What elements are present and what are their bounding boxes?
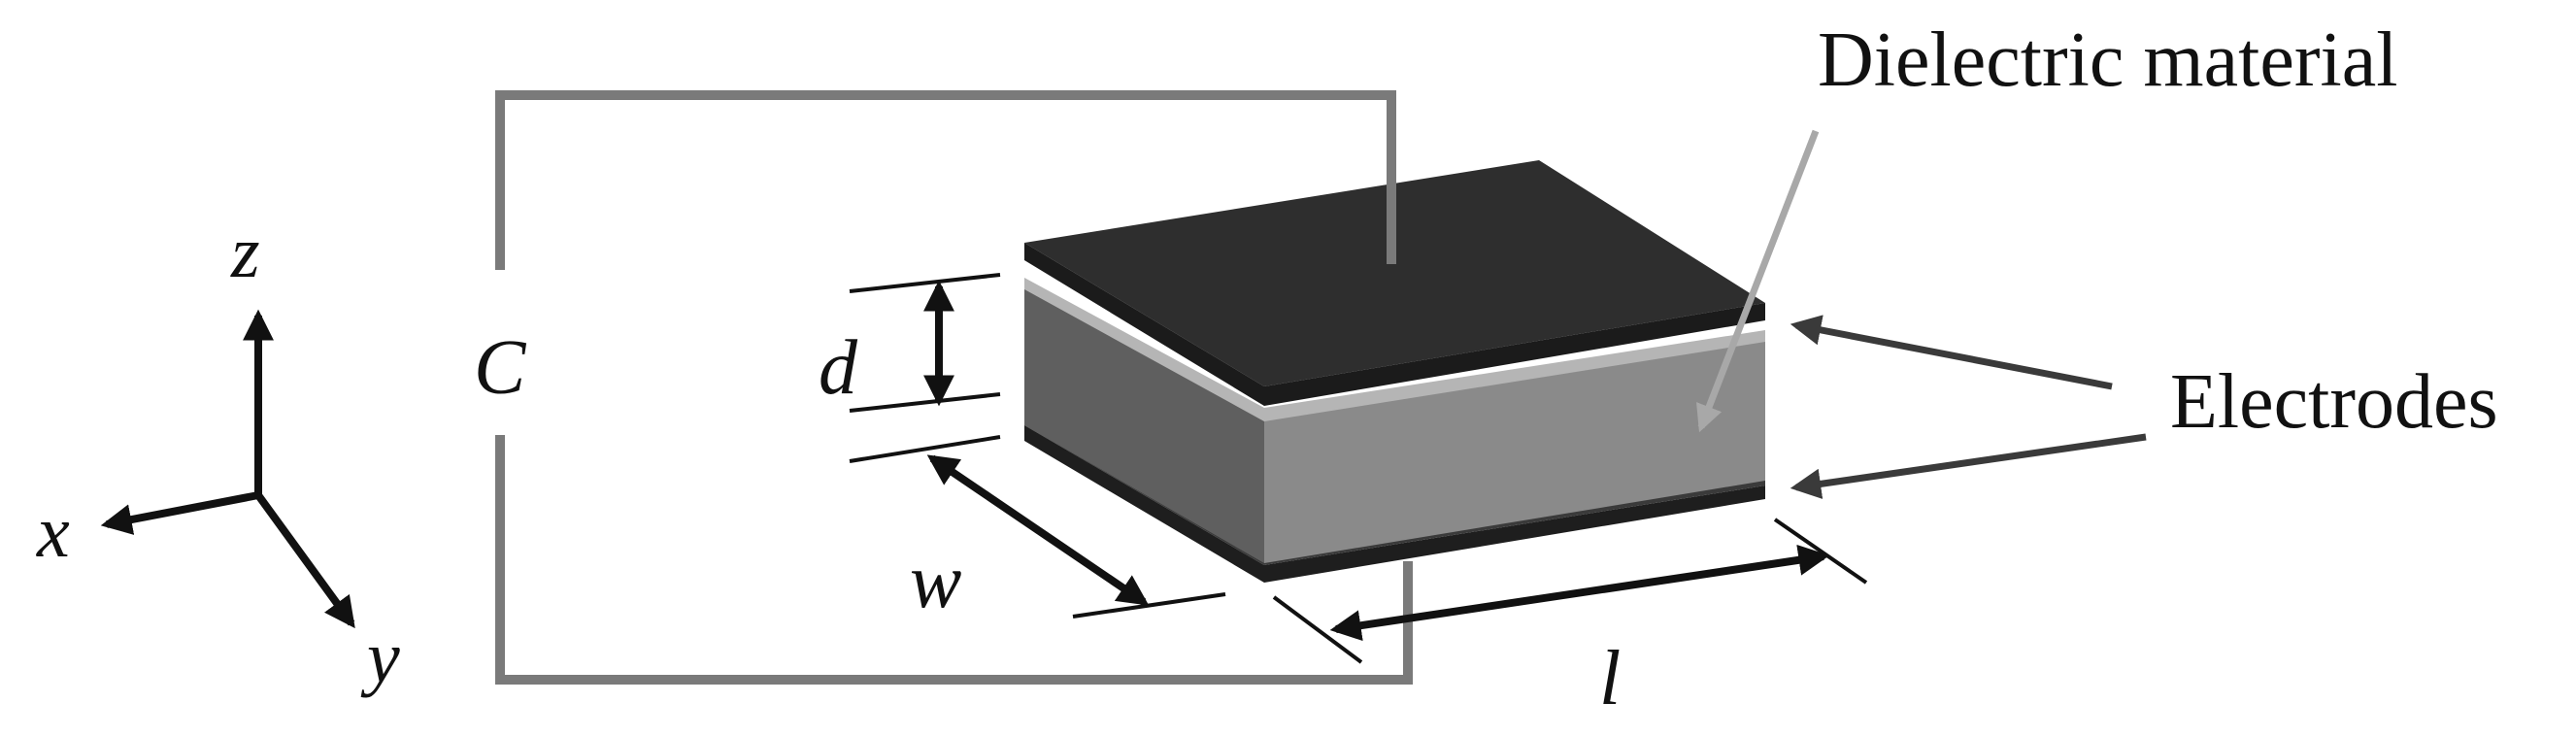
bottom-electrode-pointer [1790, 433, 2147, 499]
dielectric-callout: Dielectric material [1696, 17, 2397, 433]
z-axis-label: z [230, 212, 260, 293]
top-electrode-top-face [1024, 160, 1765, 386]
capacitance-label: C [474, 325, 527, 411]
top-electrode-pointer [1790, 315, 2113, 390]
dielectric-block [1024, 278, 1765, 563]
top-electrode [1024, 160, 1765, 406]
d-extension-top [849, 273, 1001, 293]
width-label: w [910, 539, 961, 624]
top-electrode-front-edge [1024, 243, 1765, 406]
l-arrow [1329, 544, 1830, 642]
electrodes-callout: Electrodes [1790, 315, 2498, 499]
y-axis-arrow [254, 492, 355, 629]
x-axis-arrow [100, 491, 259, 535]
dielectric-front-face [1264, 340, 1765, 563]
x-axis-label: x [36, 491, 70, 573]
d-extension-bottom [849, 392, 1001, 413]
dimension-w: w [849, 435, 1226, 624]
w-extension-front [1072, 592, 1226, 619]
y-axis-label: y [360, 617, 400, 698]
l-extension-front [1272, 595, 1363, 664]
coordinate-axes: z x y [36, 212, 400, 698]
dimension-d: d [819, 273, 1001, 413]
dielectric-pointer [1696, 129, 1820, 433]
bottom-electrode-front [1024, 425, 1765, 583]
thickness-label: d [819, 325, 858, 411]
dielectric-left-face [1024, 284, 1264, 563]
w-extension-back [849, 435, 1001, 463]
electrodes-label: Electrodes [2170, 359, 2498, 445]
l-extension-back [1773, 518, 1868, 585]
length-label: l [1599, 636, 1621, 721]
dielectric-top-edge [1024, 278, 1765, 421]
w-arrow [926, 454, 1150, 606]
dimension-l: l [1272, 518, 1868, 721]
dielectric-label: Dielectric material [1818, 17, 2397, 103]
capacitor [1024, 95, 1765, 583]
